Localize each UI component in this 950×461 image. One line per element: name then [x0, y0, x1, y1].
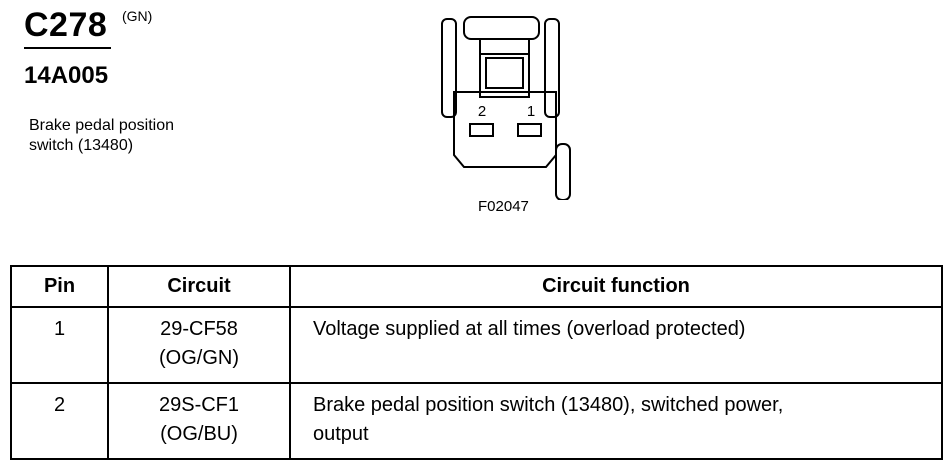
header-circuit-function: Circuit function — [289, 265, 943, 308]
circuit-function-cell: Voltage supplied at all times (overload … — [289, 306, 943, 384]
connector-id: C278 — [24, 6, 108, 44]
figure-id: F02047 — [478, 198, 529, 215]
description-line-2: switch (13480) — [29, 137, 134, 154]
table-row: 1 29-CF58 (OG/GN) Voltage supplied at al… — [10, 306, 943, 384]
pin-cell: 1 — [10, 306, 109, 384]
pin-cell: 2 — [10, 382, 109, 460]
right-latch-shape — [544, 18, 560, 118]
header-circuit: Circuit — [107, 265, 291, 308]
connector-body-shape — [453, 91, 557, 168]
wire-color: (OG/BU) — [160, 423, 238, 445]
release-tab-shape — [555, 143, 571, 200]
function-line: output — [313, 423, 369, 445]
function-line: Voltage supplied at all times (overload … — [313, 318, 746, 340]
lock-tab-frame-shape — [479, 38, 530, 98]
wire-color: (OG/GN) — [159, 347, 239, 369]
left-latch-shape — [441, 18, 457, 118]
circuit-function-cell: Brake pedal position switch (13480), swi… — [289, 382, 943, 460]
component-description: Brake pedal position switch (13480) — [29, 116, 219, 156]
lock-tab-window-shape — [485, 57, 524, 89]
top-lock-bar-shape — [463, 16, 540, 40]
connector-id-underline — [24, 47, 111, 49]
function-line: Brake pedal position switch (13480), swi… — [313, 394, 784, 416]
circuit-cell: 29S-CF1 (OG/BU) — [107, 382, 291, 460]
table-header-row: Pin Circuit Circuit function — [10, 265, 943, 308]
circuit-number: 29S-CF1 — [158, 394, 240, 416]
table-row: 2 29S-CF1 (OG/BU) Brake pedal position s… — [10, 382, 943, 460]
pin-2-cavity-shape — [469, 123, 494, 137]
connector-face-diagram: 2 1 — [441, 16, 571, 200]
pin-1-cavity-shape — [517, 123, 542, 137]
pinout-table: Pin Circuit Circuit function 1 29-CF58 (… — [10, 265, 943, 460]
pin-label-2: 2 — [478, 103, 486, 120]
circuit-cell: 29-CF58 (OG/GN) — [107, 306, 291, 384]
circuit-number: 29-CF58 — [160, 318, 238, 340]
pin-label-1: 1 — [527, 103, 535, 120]
part-number: 14A005 — [24, 62, 109, 89]
connector-color-code: (GN) — [122, 8, 153, 24]
header-pin: Pin — [10, 265, 109, 308]
description-line-1: Brake pedal position — [29, 117, 174, 134]
